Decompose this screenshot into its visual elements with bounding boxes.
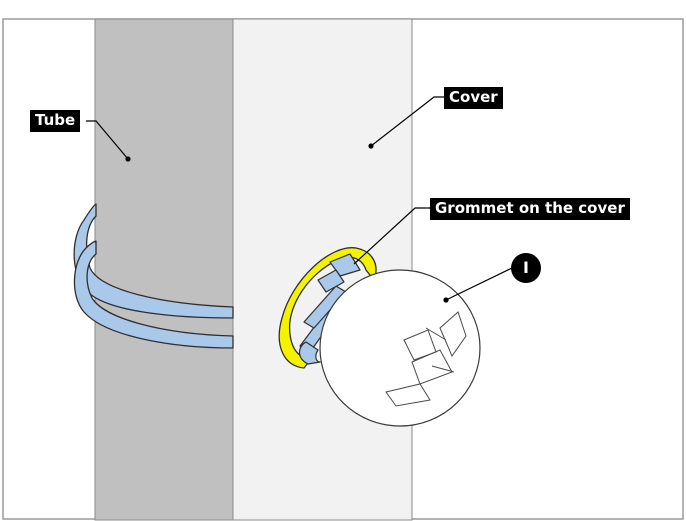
grommet-label: Grommet on the cover (430, 198, 630, 220)
ball-shape (319, 269, 481, 427)
tube-shape (94, 18, 234, 521)
cover-label: Cover (444, 87, 503, 109)
leader-dots (125, 143, 449, 303)
leader-lines (86, 96, 513, 301)
leader-grommet (353, 207, 430, 265)
leader-cover (370, 96, 444, 147)
cable-coil (73, 203, 234, 349)
grommet-ring (278, 247, 377, 369)
tube-label: Tube (30, 110, 81, 132)
item-number-badge: I (511, 253, 541, 283)
leader-tube (86, 120, 129, 160)
leader-badge (445, 267, 513, 301)
